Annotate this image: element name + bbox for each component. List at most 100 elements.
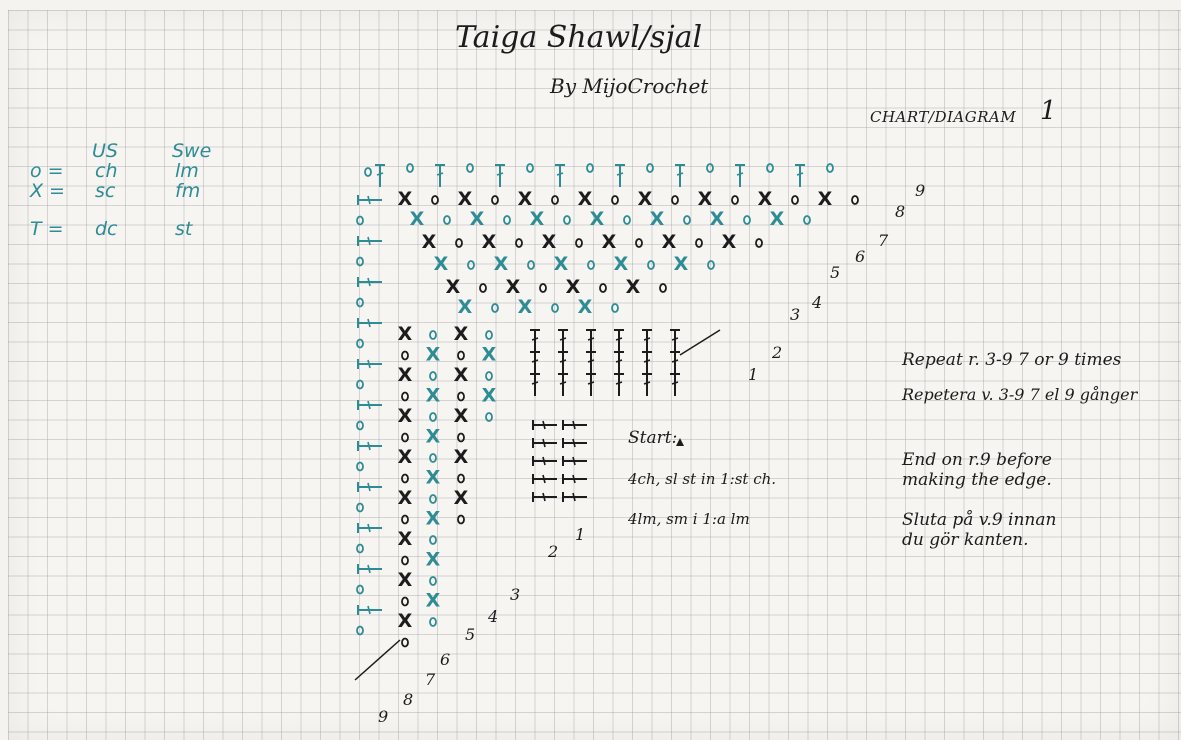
chain-stitch-o-symbol xyxy=(401,514,409,525)
chain-stitch-o-symbol xyxy=(731,195,739,205)
row-label-right: 7 xyxy=(878,231,889,250)
chain-stitch-o-symbol xyxy=(429,453,437,463)
sc-stitch-x-symbol: X xyxy=(426,467,441,489)
dc-stitch-cross-bar xyxy=(367,400,371,410)
chain-stitch-o-symbol xyxy=(683,215,691,225)
row-label-bottom: 9 xyxy=(378,707,388,726)
dc-stitch-cross-bar xyxy=(587,337,595,341)
chain-stitch-o-symbol xyxy=(401,432,409,443)
dc-stitch-cross-bar xyxy=(542,420,546,430)
dc-stitch-cross-bar xyxy=(367,359,371,369)
chain-stitch-o-symbol xyxy=(356,625,364,636)
dc-stitch-cross-bar xyxy=(542,438,546,448)
chain-stitch-o-symbol xyxy=(527,260,535,270)
chart-label: CHART/DIAGRAM xyxy=(870,108,1017,126)
sc-stitch-x-symbol: X xyxy=(434,253,449,275)
sc-stitch-x-symbol: X xyxy=(426,590,441,612)
sc-stitch-x-symbol: X xyxy=(422,231,437,253)
chain-stitch-o-symbol xyxy=(457,391,465,402)
sc-stitch-x-symbol: X xyxy=(626,276,641,298)
row-label-right: 4 xyxy=(811,293,822,312)
dc-stitch-cross-bar xyxy=(367,195,371,205)
chain-stitch-o-symbol xyxy=(429,371,437,381)
sc-stitch-x-symbol: X xyxy=(398,528,413,550)
chain-stitch-o-symbol xyxy=(851,195,859,205)
dc-stitch-cross-bar xyxy=(616,172,624,176)
dc-stitch-cross-bar xyxy=(643,337,651,341)
dc-stitch-cross-bar xyxy=(367,482,371,492)
note-repeat-en: Repeat r. 3-9 7 or 9 times xyxy=(902,350,1122,370)
sc-stitch-x-symbol: X xyxy=(494,253,509,275)
sc-stitch-x-symbol: X xyxy=(662,231,677,253)
sc-stitch-x-symbol: X xyxy=(426,385,441,407)
chain-stitch-o-symbol xyxy=(503,215,511,225)
chain-stitch-o-symbol xyxy=(623,215,631,225)
dc-stitch-cross-bar xyxy=(572,456,576,466)
chain-stitch-o-symbol xyxy=(551,303,559,313)
dc-stitch-cross-bar xyxy=(572,474,576,484)
chain-stitch-o-symbol xyxy=(429,535,437,545)
dc-stitch-cross-bar xyxy=(671,337,679,341)
dc-stitch-cross-bar xyxy=(367,564,371,574)
chart-number: 1 xyxy=(1040,96,1057,126)
chain-stitch-o-symbol xyxy=(356,543,364,554)
note-end-sv-line1: Sluta på v.9 innan xyxy=(902,510,1057,530)
edge-line xyxy=(354,639,401,681)
sc-stitch-x-symbol: X xyxy=(722,231,737,253)
dc-stitch-cross-bar xyxy=(542,474,546,484)
dc-stitch-cross-bar xyxy=(376,172,384,176)
dc-stitch-cross-bar xyxy=(367,605,371,615)
chain-stitch-o-symbol xyxy=(443,215,451,225)
row-label-bottom: 7 xyxy=(425,670,436,689)
dc-stitch-cross-bar xyxy=(556,172,564,176)
chain-stitch-o-symbol xyxy=(695,238,703,248)
row-label-bottom: 1 xyxy=(575,525,585,544)
dc-stitch-cross-bar xyxy=(559,337,567,341)
dc-stitch-cross-bar xyxy=(367,277,371,287)
sc-stitch-x-symbol: X xyxy=(398,188,413,210)
chain-stitch-o-symbol xyxy=(706,163,714,173)
chain-stitch-o-symbol xyxy=(485,371,493,381)
row-label-right: 3 xyxy=(790,305,800,324)
dc-stitch-cross-bar xyxy=(643,381,651,385)
note-end-sv-line2: du gör kanten. xyxy=(902,530,1029,550)
row-label-right: 6 xyxy=(855,247,865,266)
sc-stitch-x-symbol: X xyxy=(398,569,413,591)
sc-stitch-x-symbol: X xyxy=(458,296,473,318)
chain-stitch-o-symbol xyxy=(707,260,715,270)
legend-header-us: US xyxy=(92,140,118,162)
sc-stitch-x-symbol: X xyxy=(758,188,773,210)
dc-stitch-cross-bar xyxy=(367,318,371,328)
row-label-bottom: 2 xyxy=(547,542,558,561)
chain-stitch-o-symbol xyxy=(466,163,474,173)
sc-stitch-x-symbol: X xyxy=(398,610,413,632)
sc-stitch-x-symbol: X xyxy=(506,276,521,298)
row-label-bottom: 4 xyxy=(487,607,498,626)
chain-stitch-o-symbol xyxy=(755,238,763,248)
sc-stitch-x-symbol: X xyxy=(566,276,581,298)
dc-stitch-cross-bar xyxy=(572,492,576,502)
chain-stitch-o-symbol xyxy=(457,350,465,361)
sc-stitch-x-symbol: X xyxy=(710,208,725,230)
legend-swe-sc: fm xyxy=(175,180,201,202)
sc-stitch-x-symbol: X xyxy=(518,188,533,210)
chart-title: Taiga Shawl/sjal xyxy=(455,20,703,55)
chain-stitch-o-symbol xyxy=(429,330,437,340)
sc-stitch-x-symbol: X xyxy=(482,231,497,253)
note-end-en-line1: End on r.9 before xyxy=(902,450,1052,470)
sc-stitch-x-symbol: X xyxy=(454,405,469,427)
dc-stitch-cross-bar xyxy=(367,236,371,246)
chain-stitch-o-symbol xyxy=(803,215,811,225)
dc-stitch-cross-bar xyxy=(559,381,567,385)
chain-stitch-o-symbol xyxy=(611,303,619,313)
chain-stitch-o-symbol xyxy=(539,283,547,293)
dc-stitch-cross-bar xyxy=(367,523,371,533)
dc-stitch-cross-bar xyxy=(531,359,539,363)
sc-stitch-x-symbol: X xyxy=(482,344,497,366)
row-label-bottom: 5 xyxy=(465,625,475,644)
sc-stitch-x-symbol: X xyxy=(674,253,689,275)
chain-stitch-o-symbol xyxy=(401,473,409,484)
dc-stitch-cross-bar xyxy=(559,359,567,363)
chain-stitch-o-symbol xyxy=(356,584,364,595)
